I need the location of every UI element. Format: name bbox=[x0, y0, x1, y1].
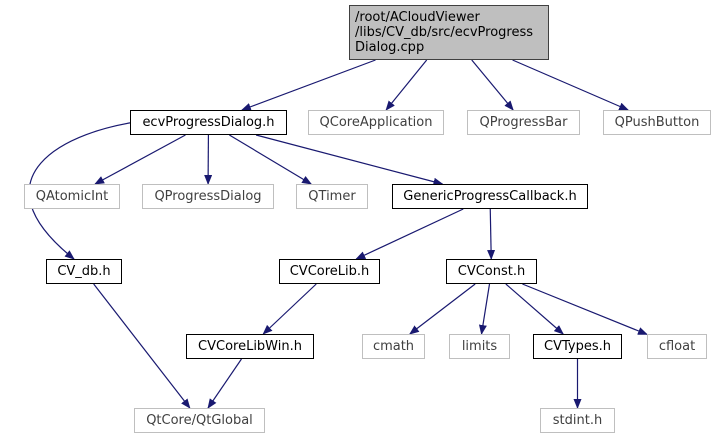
edge-CVConst_h-to-limits bbox=[478, 283, 491, 335]
edge-ecvProgressDialog_h-to-QAtomicInt bbox=[94, 134, 186, 185]
node-qcoreapplication: QCoreApplication bbox=[308, 110, 444, 135]
edge-ecvProgressDialog_h-to-GenericProgressCallback_h bbox=[255, 134, 444, 186]
edge-CVConst_h-to-cmath bbox=[409, 283, 476, 335]
node-cvconst-h[interactable]: CVConst.h bbox=[446, 259, 537, 284]
edge-GenericProgressCallback_h-to-CVCoreLib_h bbox=[355, 208, 464, 260]
edge-CVCoreLib_h-to-CVCoreLibWin_h bbox=[262, 283, 317, 335]
node-ecvprogressdialog-h[interactable]: ecvProgressDialog.h bbox=[130, 110, 287, 135]
node-qprogressdialog: QProgressDialog bbox=[142, 184, 274, 209]
node-limits: limits bbox=[449, 334, 510, 359]
node-qtimer: QTimer bbox=[296, 184, 368, 209]
node-cmath: cmath bbox=[362, 334, 425, 359]
node-genericprogresscallback-h[interactable]: GenericProgressCallback.h bbox=[392, 184, 588, 209]
node-root-file[interactable]: /root/ACloudViewer /libs/CV_db/src/ecvPr… bbox=[349, 5, 549, 60]
node-cvcorelibwin-h[interactable]: CVCoreLibWin.h bbox=[186, 334, 314, 359]
node-stdint-h: stdint.h bbox=[540, 408, 615, 433]
edge-root-to-QProgressBar bbox=[471, 59, 514, 111]
edge-root-to-ecvProgressDialog_h bbox=[240, 59, 376, 111]
node-qpushbutton: QPushButton bbox=[603, 110, 711, 135]
node-cvtypes-h[interactable]: CVTypes.h bbox=[533, 334, 622, 359]
edge-root-to-QPushButton bbox=[512, 59, 630, 111]
node-qprogressbar: QProgressBar bbox=[467, 110, 580, 135]
edge-CVConst_h-to-CVTypes_h bbox=[505, 283, 564, 335]
edge-CV_db_h-to-QtCore_QtGlobal bbox=[93, 283, 191, 409]
node-cv-db-h[interactable]: CV_db.h bbox=[46, 259, 122, 284]
node-cfloat: cfloat bbox=[647, 334, 707, 359]
node-qatomicint: QAtomicInt bbox=[24, 184, 120, 209]
edge-CVCoreLibWin_h-to-QtCore_QtGlobal bbox=[207, 358, 242, 409]
edge-root-to-QCoreApplication bbox=[385, 59, 428, 111]
node-cvcorelib-h[interactable]: CVCoreLib.h bbox=[279, 259, 380, 284]
node-qtcore-qtglobal: QtCore/QtGlobal bbox=[134, 408, 265, 433]
edge-CVConst_h-to-cfloat bbox=[522, 283, 648, 335]
edge-ecvProgressDialog_h-to-CV_db_h bbox=[28, 119, 151, 260]
edge-GenericProgressCallback_h-to-CVConst_h bbox=[487, 208, 496, 260]
edge-ecvProgressDialog_h-to-QTimer bbox=[229, 134, 312, 185]
